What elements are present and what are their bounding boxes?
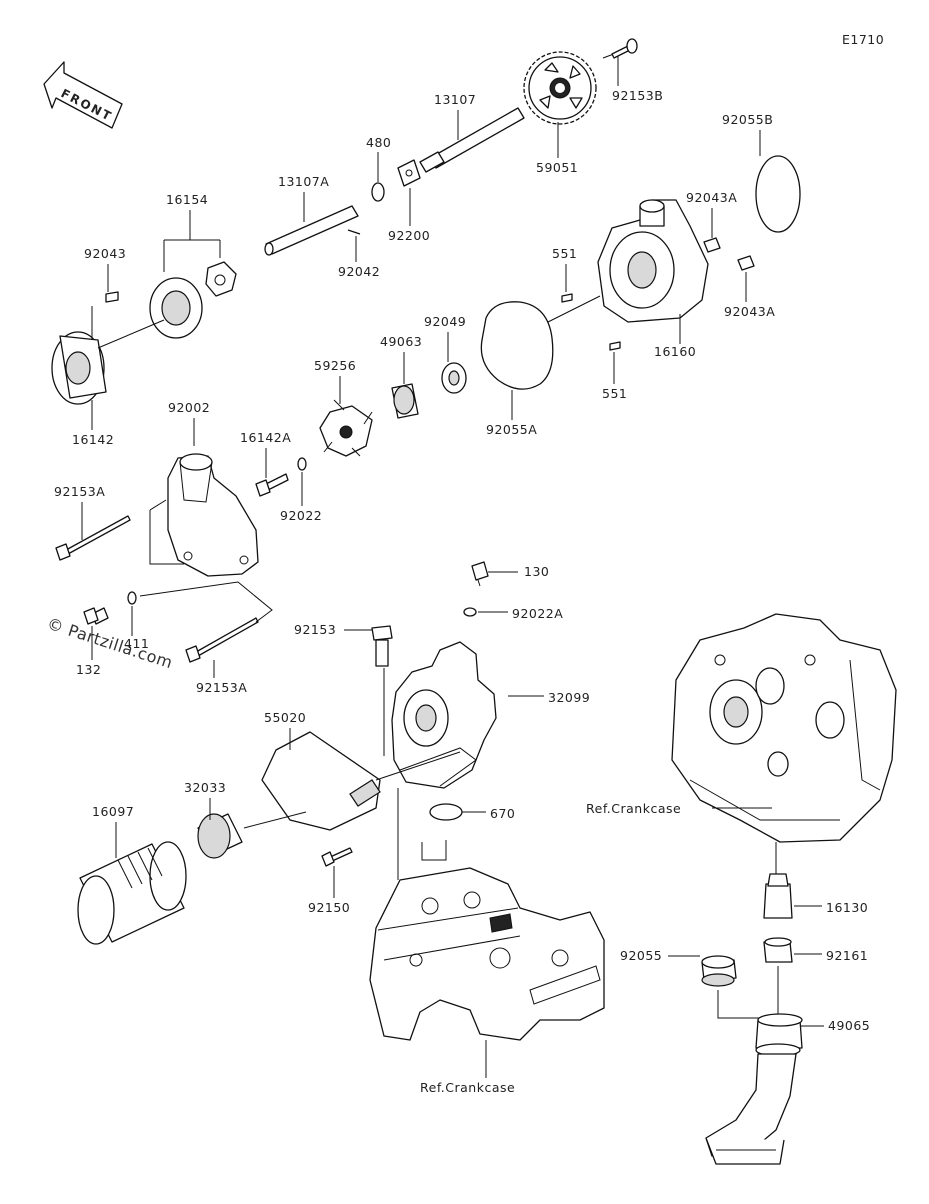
callout-16097: 16097 [92,804,134,819]
dowel-551-upper[interactable] [561,293,573,303]
dowel-92043[interactable] [105,291,119,303]
bolt-92002[interactable] [255,473,289,497]
gear-59051[interactable] [523,51,597,125]
pipe-55020[interactable] [261,731,381,831]
collar-92161[interactable] [763,937,793,963]
diagram-code: E1710 [842,32,884,47]
callout-92200: 92200 [388,228,430,243]
washer-411[interactable] [127,591,137,605]
crankcase-upper-right [671,613,897,843]
watermark: © Partzilla.com [45,614,175,673]
washer-92022[interactable] [297,457,307,471]
pump-housing-32099[interactable] [391,641,497,789]
fitting-16130[interactable] [763,873,793,919]
callout-ref-crankcase-lower: Ref.Crankcase [420,1080,515,1095]
callout-32099: 32099 [548,690,590,705]
callout-92153a-lower: 92153A [196,680,247,695]
callout-551-lower: 551 [602,386,627,401]
callout-92055: 92055 [620,948,662,963]
dowel-92043a-lower[interactable] [737,255,755,271]
dowel-92043a-upper[interactable] [703,237,721,253]
pump-cover-16142a[interactable] [167,453,259,577]
callout-16130: 16130 [826,900,868,915]
oil-filter-16097[interactable] [77,841,187,945]
pipe-32033[interactable] [197,813,243,859]
callout-92055b: 92055B [722,112,773,127]
o-ring-92055b[interactable] [755,155,801,233]
bolt-92150[interactable] [321,847,353,867]
o-ring-92055a[interactable] [480,301,554,390]
callout-16142a: 92002 [168,400,210,415]
plate-92200[interactable] [397,159,421,187]
o-ring-670[interactable] [429,803,463,821]
bolt-92153[interactable] [371,625,393,667]
callout-59256: 59256 [314,358,356,373]
washer-92022a[interactable] [463,607,477,617]
callout-92043: 92043 [84,246,126,261]
callout-32033: 32033 [184,780,226,795]
callout-411: 411 [124,636,149,651]
bolt-130[interactable] [471,561,489,587]
callout-92153a-upper: 92153A [54,484,105,499]
pump-housing-16160[interactable] [597,199,709,323]
callout-92153: 92153 [294,622,336,637]
callout-16154: 16154 [166,192,208,207]
callout-92002: 16142A [240,430,291,445]
bolt-92153a-upper[interactable] [55,515,131,561]
pin-92042[interactable] [347,229,361,235]
callout-551-upper: 551 [552,246,577,261]
callout-49065: 49065 [828,1018,870,1033]
callout-92049: 92049 [424,314,466,329]
callout-670: 670 [490,806,515,821]
bolt-132[interactable] [83,607,109,625]
front-arrow-icon: FRONT [43,61,123,129]
callout-92043a-upper: 92043A [686,190,737,205]
callout-92161: 92161 [826,948,868,963]
callout-92153b: 92153B [612,88,663,103]
callout-13107: 13107 [434,92,476,107]
crankcase-lower-center [369,867,605,1041]
callout-130: 130 [524,564,549,579]
impeller-59256[interactable] [319,399,373,457]
dowel-551-lower[interactable] [609,341,621,351]
ring-480[interactable] [371,182,385,202]
callout-92150: 92150 [308,900,350,915]
callout-13107a: 13107A [278,174,329,189]
callout-480: 480 [366,135,391,150]
mechanical-seal-49063[interactable] [391,383,419,419]
inner-rotor-16154[interactable] [205,261,237,297]
outer-rotor-16154[interactable] [149,277,203,339]
bolt-92153a-lower[interactable] [185,617,259,663]
callout-92022a: 92022A [512,606,563,621]
callout-92055a: 92055A [486,422,537,437]
callout-92042: 92042 [338,264,380,279]
shaft-13107[interactable] [419,107,525,173]
callout-16160: 16160 [654,344,696,359]
oil-strainer-49065[interactable] [705,1013,803,1165]
shaft-13107a[interactable] [264,205,359,256]
callout-92043a-lower: 92043A [724,304,775,319]
callout-55020: 55020 [264,710,306,725]
o-ring-92055[interactable] [701,955,737,987]
callout-132: 132 [76,662,101,677]
callout-16142: 16142 [72,432,114,447]
callout-ref-crankcase-upper: Ref.Crankcase [586,801,681,816]
seal-92049[interactable] [441,362,467,394]
pump-body-16142[interactable] [51,331,107,405]
callout-92022: 92022 [280,508,322,523]
callout-59051: 59051 [536,160,578,175]
bolt-92153b[interactable] [611,38,638,59]
callout-49063: 49063 [380,334,422,349]
